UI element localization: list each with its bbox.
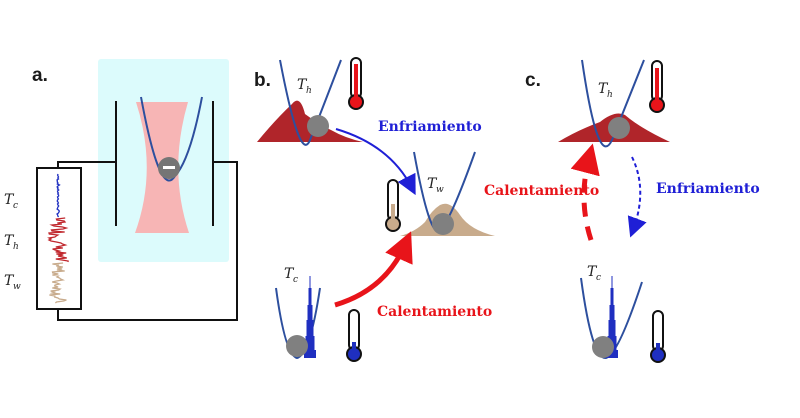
svg-text:w: w [436,185,444,195]
cold-spike-bar [304,350,316,358]
thermometer-hot-icon-c [649,60,665,113]
hot-potential-curve [279,59,342,146]
svg-text:c: c [13,201,18,211]
svg-text:c: c [596,273,601,283]
thermometer-cold-icon [346,309,362,362]
svg-text:T: T [4,273,15,289]
warm-particle [432,213,454,235]
panel-a: a. T c T h T w [4,59,238,321]
hot-trap: T h [257,57,364,146]
cold-potential-curve [275,287,321,360]
svg-text:T: T [297,77,308,93]
svg-text:T: T [598,81,609,97]
svg-text:T: T [284,266,295,282]
cold-trap-c: T c [580,264,666,363]
noise-label-tw: T w [4,273,21,292]
panel-a-label: a. [32,65,48,86]
thermometer-cold-icon-c [650,310,666,363]
wire-top [57,161,116,168]
hot-potential-curve-c [581,59,645,148]
heating-label-c: Calentamiento [484,183,599,199]
noise-segment-warm [49,262,67,304]
cold-particle [286,335,308,357]
cooling-label-c: Enfriamiento [656,181,760,197]
wire-bottom [57,161,238,321]
heating-arrow [334,231,413,308]
thermometer-hot-icon [348,57,364,110]
noise-segment-cold [56,173,61,218]
svg-text:w: w [13,282,21,292]
hot-particle [307,115,329,137]
noise-label-tc: T c [4,192,18,211]
svg-text:T: T [4,233,15,249]
cold-distribution [304,276,316,358]
noise-label-th: T h [4,233,19,252]
svg-text:h: h [607,90,613,100]
hot-particle-c [608,117,630,139]
cold-spike-bar [606,350,618,358]
cooling-arrow-c [627,156,647,238]
svg-text:T: T [587,264,598,280]
panel-c-label: c. [525,70,541,91]
warm-trap: T w [385,151,495,236]
cooling-arrow [335,128,416,196]
svg-text:c: c [293,275,298,285]
noise-trace [47,173,69,304]
cold-trap: T c [275,266,362,362]
cold-particle-c [592,336,614,358]
minus-sign-icon [163,166,175,169]
noise-source-box [36,167,82,310]
cold-spike-bar [305,336,315,358]
svg-text:h: h [13,242,19,252]
panel-b: b. T h Enfriamiento T w [254,57,495,362]
cooling-label: Enfriamiento [378,119,482,135]
panel-b-label: b. [254,70,271,91]
heating-arrow-c [570,143,600,241]
panel-c: c. T h Enfriamiento Calentamiento T [484,59,760,363]
hot-trap-c: T h [558,59,670,148]
thermometer-warm-icon [385,179,401,232]
svg-text:T: T [427,176,438,192]
svg-text:h: h [306,86,312,96]
svg-text:T: T [4,192,15,208]
heating-label: Calentamiento [377,304,492,320]
noise-segment-hot [47,217,69,263]
